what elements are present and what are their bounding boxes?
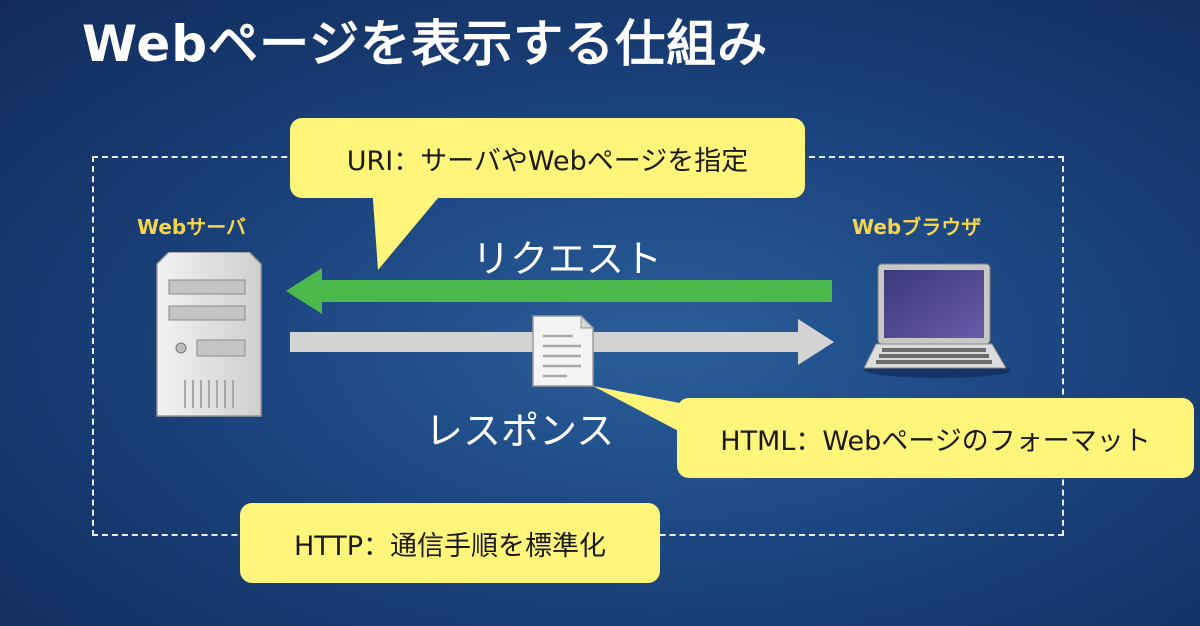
server-icon (156, 252, 262, 417)
request-arrow (286, 268, 832, 314)
laptop-icon (863, 263, 1010, 378)
uri-callout: URI：サーバやWebページを指定 (290, 118, 805, 198)
uri-callout-text: URI：サーバやWebページを指定 (346, 145, 749, 177)
html-callout: HTML：Webページのフォーマット (677, 398, 1194, 478)
request-label: リクエスト (472, 237, 663, 281)
response-label: レスポンス (425, 409, 615, 453)
uri-callout-tail (372, 186, 448, 270)
html-callout-text: HTML：Webページのフォーマット (720, 425, 1151, 457)
server-label: Webサーバ (137, 215, 247, 239)
browser-label: Webブラウザ (852, 215, 982, 239)
http-callout-text: HTTP：通信手順を標準化 (293, 530, 607, 562)
document-icon (532, 314, 595, 387)
http-callout: HTTP：通信手順を標準化 (240, 503, 660, 583)
page-title: Webページを表示する仕組み (82, 15, 769, 73)
